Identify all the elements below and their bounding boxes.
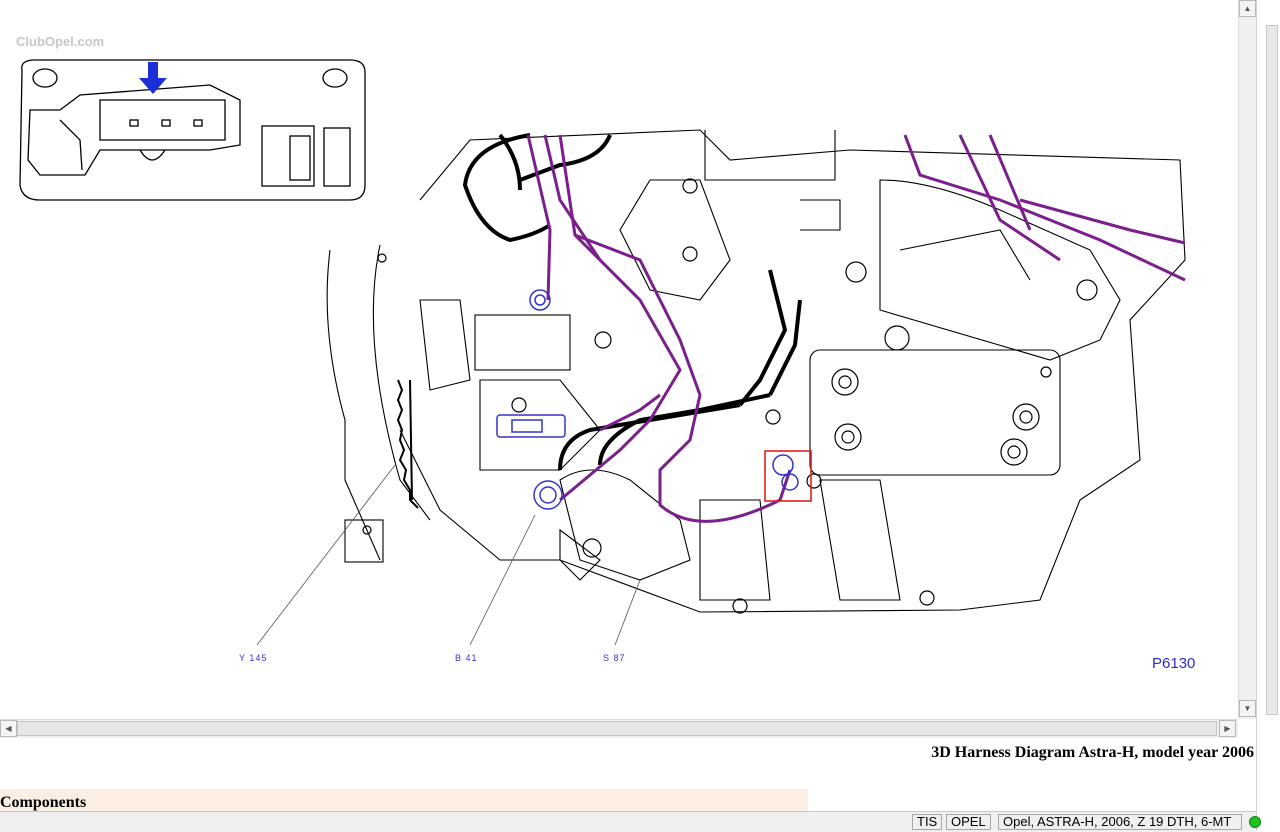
components-heading: Components: [0, 794, 87, 811]
arrow-down-icon: [139, 62, 167, 94]
callout-s87[interactable]: S 87: [603, 653, 626, 663]
callout-b41[interactable]: B 41: [455, 653, 478, 663]
watermark: ClubOpel.com: [16, 34, 105, 49]
status-led-icon: [1249, 816, 1261, 828]
leader-lines: [256, 464, 641, 646]
connector-top: [529, 289, 551, 311]
wiring-harness: [526, 134, 1186, 523]
status-brand: OPEL: [946, 814, 991, 830]
black-hoses: [462, 133, 802, 471]
horizontal-scroll-thumb[interactable]: [17, 721, 1217, 736]
highlight-frame: [764, 450, 812, 502]
horizontal-scrollbar[interactable]: ◀ ▶: [0, 719, 1238, 738]
engine-outline: [326, 129, 1186, 613]
outer-scroll-thumb[interactable]: [1266, 25, 1278, 715]
connector-b41: [533, 480, 563, 510]
scroll-down-icon[interactable]: ▼: [1239, 700, 1256, 717]
diagram-title: 3D Harness Diagram Astra-H, model year 2…: [931, 744, 1254, 761]
status-app: TIS: [912, 814, 943, 830]
connector-y145: [496, 414, 566, 438]
scroll-up-icon[interactable]: ▲: [1239, 0, 1256, 17]
connectors: [496, 289, 799, 510]
bolts: [362, 178, 1098, 614]
inset-detail-view: [19, 59, 366, 201]
picture-number: P6130: [1152, 655, 1196, 672]
harness-diagram: [19, 59, 1186, 646]
flywheel-teeth: [396, 379, 419, 509]
connector-s87: [772, 454, 794, 476]
components-band: [0, 789, 808, 811]
status-vehicle: Opel, ASTRA-H, 2006, Z 19 DTH, 6-MT: [998, 814, 1242, 830]
scroll-left-icon[interactable]: ◀: [0, 720, 17, 737]
vertical-scrollbar[interactable]: ▲ ▼: [1238, 0, 1257, 719]
status-bar: TIS OPEL Opel, ASTRA-H, 2006, Z 19 DTH, …: [0, 811, 1256, 832]
callout-y145[interactable]: Y 145: [239, 653, 268, 663]
diagram-viewport[interactable]: ClubOpel.com Y 145 B 41 S 87 P6130: [0, 0, 1238, 719]
scroll-right-icon[interactable]: ▶: [1219, 720, 1236, 737]
